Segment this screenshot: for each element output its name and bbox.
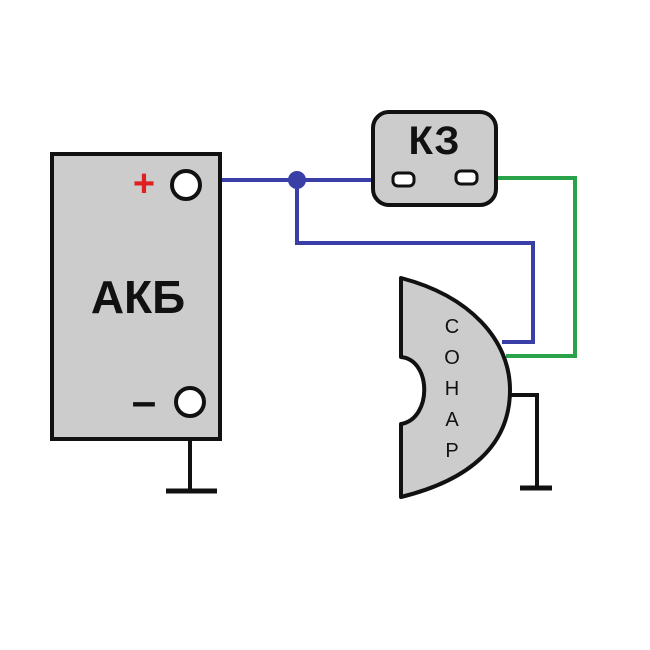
- battery-minus-symbol: –: [132, 377, 156, 426]
- wire-junction-dot: [288, 171, 306, 189]
- battery-label: АКБ: [91, 271, 185, 323]
- sonar-body: [399, 276, 512, 499]
- wire-sonar-ground: [510, 393, 539, 488]
- sonar-letter-4: А: [445, 409, 459, 431]
- kz-pin-right[interactable]: [454, 169, 479, 186]
- battery-negative-terminal[interactable]: [174, 386, 206, 418]
- kz-pin-left[interactable]: [391, 171, 416, 188]
- sonar-letter-3: Н: [445, 378, 459, 400]
- sonar: С О Н А Р: [399, 276, 512, 499]
- sonar-letter-1: С: [445, 316, 459, 338]
- kz-label: КЗ: [409, 119, 460, 163]
- sonar-letter-2: О: [444, 347, 460, 369]
- wire-kz-to-sonar: [484, 176, 577, 358]
- wire-group: [166, 176, 577, 494]
- wire-junction-to-sonar: [295, 180, 535, 344]
- kz-relay: КЗ: [371, 110, 498, 207]
- sonar-letter-5: Р: [445, 440, 458, 462]
- battery-positive-terminal[interactable]: [170, 169, 202, 201]
- battery: АКБ + –: [50, 152, 222, 441]
- battery-plus-symbol: +: [133, 163, 155, 205]
